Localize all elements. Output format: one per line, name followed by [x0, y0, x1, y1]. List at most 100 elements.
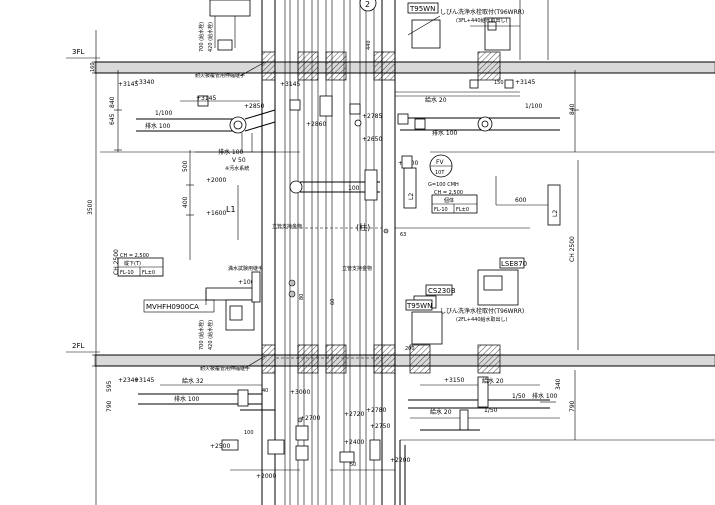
dim-595: 595: [106, 380, 113, 392]
sewage-system-label: ※汚水系統: [225, 165, 249, 172]
shaft-fittings-lower: [230, 425, 395, 471]
level-3fl: 3FL: [72, 48, 84, 56]
supply20-label-b: 給水 20: [482, 377, 504, 385]
n100-branch: 100: [348, 185, 360, 192]
supply20-label-a: 給水 20: [425, 96, 447, 104]
elev-3340: +3340: [134, 79, 154, 86]
dim-840: 840: [109, 96, 116, 108]
fan-fv-symbol: [429, 154, 453, 178]
fv-label: FV: [436, 159, 444, 166]
slope-label-e: 1/50: [484, 407, 498, 414]
drain-pipe-lower-left: [138, 384, 275, 451]
t95wn-bottom-box: [405, 299, 433, 311]
elev-2340: +2340: [118, 377, 138, 384]
l2-label-b: L2: [552, 210, 559, 217]
n60-shaft: 60: [330, 299, 336, 305]
elev-3145-a: +3145: [118, 81, 138, 88]
cs230b-label: CS230B: [428, 287, 456, 295]
bidet-top-label: しびん洗浄水栓取付(T96WRR): [440, 8, 524, 16]
dim-645: 645: [109, 113, 116, 125]
l2-marker-left: [403, 167, 417, 209]
elev-2720: +2720: [344, 411, 364, 418]
bidet-top-sub: (3FL+440給水取出し): [456, 17, 508, 24]
e3145-right: +3145: [515, 79, 535, 86]
bidet-bottom-sub: (2FL+440給水取出し): [456, 316, 508, 323]
elev-2860: +2860: [306, 121, 326, 128]
elev-3145-b: +3145: [196, 95, 216, 102]
n600-label: 600: [515, 197, 527, 204]
drain100-label-b: 排水 100: [432, 129, 458, 137]
n200-label: 200: [405, 346, 415, 352]
elev-1000: +1000: [238, 279, 258, 286]
elev-2200: +2200: [390, 457, 410, 464]
dim-400: 400: [182, 196, 189, 208]
ch-left-label: CH = 2,500: [120, 253, 149, 259]
v50-label: V 50: [232, 157, 246, 164]
drain100-label-d: 排水 100: [174, 395, 200, 403]
l2-label-a: L2: [408, 193, 415, 200]
dim-ch2500-left: CH 2500: [113, 249, 120, 275]
n100-label-low: 100: [244, 430, 254, 436]
ch-right-sub: 個体: [444, 197, 454, 204]
n63-label: 63: [400, 232, 406, 238]
elev-3000: +3000: [290, 389, 310, 396]
dim-ch2500-right: CH 2500: [569, 236, 576, 262]
t95wn-top-label: T95WN: [409, 5, 435, 13]
suikei-label: 満水試験用継手: [228, 265, 263, 272]
ch-left-sub: 縦下(T): [124, 260, 141, 267]
elev-2700: +2700: [300, 415, 320, 422]
slope-label-d: 1/50: [512, 393, 526, 400]
slope-label-b: 1/100: [525, 103, 542, 110]
l2-marker-right: [547, 184, 561, 226]
elev-2000: +2000: [206, 177, 226, 184]
dimension-chain-right: [571, 70, 579, 440]
dim-790-right: 790: [569, 400, 576, 412]
drain100-label-a: 排水 100: [145, 122, 171, 130]
fv-sub: 10T: [435, 170, 445, 176]
ch-box-right: [431, 194, 478, 214]
firestop-3fl: [261, 51, 501, 81]
toilet-upper-left: [209, 0, 251, 51]
n50-label-a: 50: [350, 462, 356, 468]
pipe-shaft: [261, 0, 396, 505]
elev-2650: +2650: [362, 136, 382, 143]
leader-fire-3fl: [239, 61, 266, 77]
lse870-label: LSE870: [501, 260, 527, 268]
bidet-bottom-label: しびん洗浄水栓取付(T96WRR): [440, 307, 524, 315]
fl-left-a: FL-10: [120, 270, 134, 276]
kanmo-lower-b: 420 (給水栓): [207, 320, 214, 350]
mvhf-label: MVHFH0900CA: [146, 303, 199, 311]
grid-marker-2: 2: [359, 0, 377, 12]
fl-right-b: FL±0: [456, 207, 469, 213]
n440-shaft: 440: [366, 40, 372, 50]
support-label-1: 立管支持金物: [272, 223, 302, 230]
svg-text:2: 2: [365, 0, 370, 9]
fv-flow: G=100 CMH: [428, 182, 459, 188]
column-label: (柱): [356, 222, 370, 232]
drain-pipe-upper-left: [136, 95, 276, 134]
n80-shaft: 80: [299, 294, 305, 300]
dim-340-right: 340: [555, 378, 562, 390]
dim-500: 500: [182, 160, 189, 172]
dim-790: 790: [106, 400, 113, 412]
elev-2400: +2400: [344, 439, 364, 446]
elev-3150: +3150: [444, 377, 464, 384]
elev-3145-lower: +3145: [134, 377, 154, 384]
drain-branch-left: [241, 133, 253, 152]
t95wn-bottom-label: T95WN: [406, 302, 432, 310]
drain-pipe-lower-right: [408, 376, 560, 431]
drain100-label-e: 排水 100: [532, 392, 558, 400]
l1-label: L1: [226, 205, 236, 214]
mvhf-box: [143, 299, 215, 313]
cs230b-fixture: [411, 284, 453, 345]
leader-bidet-top: [407, 15, 441, 36]
dim-160: 160: [90, 62, 96, 72]
supply32-label: 給水 32: [182, 377, 204, 385]
dimension-chain-left: [92, 30, 194, 505]
fl-left-b: FL±0: [142, 270, 155, 276]
fire-joint-3fl-label: 耐火被覆管用伸縮継手: [195, 72, 245, 79]
shaft-branch-100: [289, 169, 380, 201]
elev-2780: +2780: [366, 407, 386, 414]
support-label-2: 立管支持金物: [342, 265, 372, 272]
lse870-fixture: [477, 257, 525, 306]
